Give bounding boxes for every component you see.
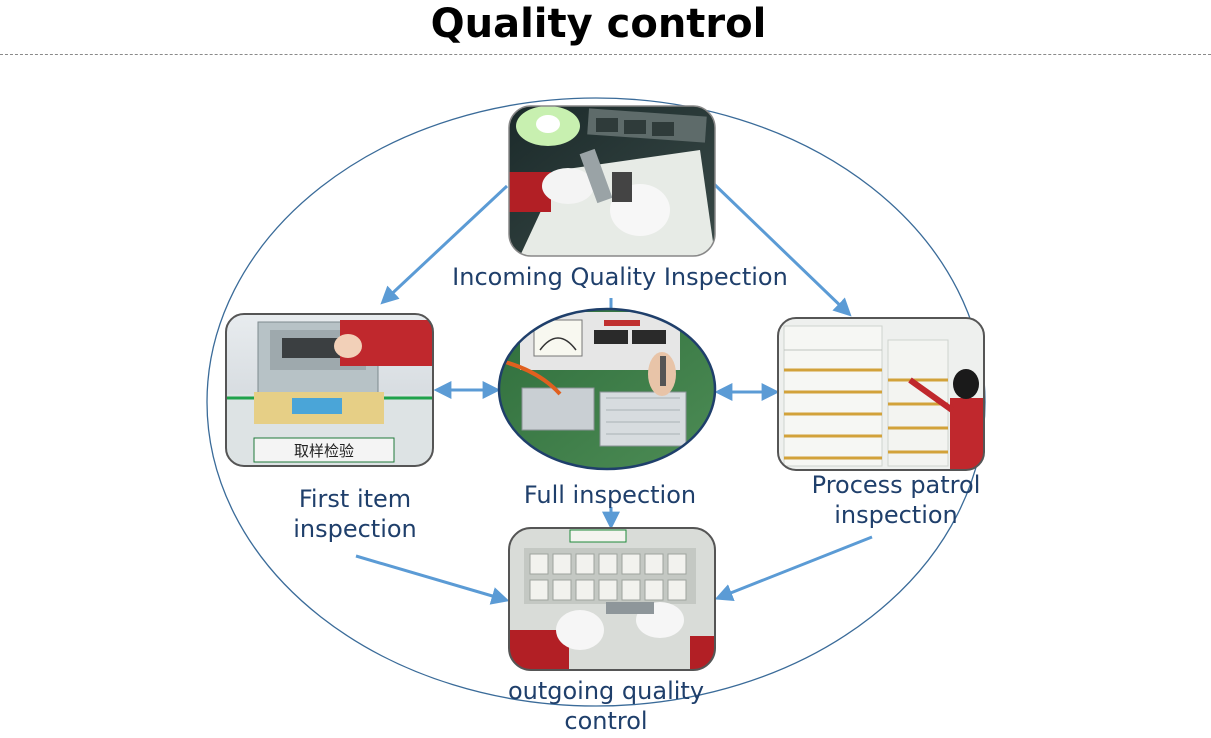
stage-label-first-item: First item inspection bbox=[293, 485, 417, 543]
process-patrol-photo bbox=[778, 318, 984, 470]
page-title: Quality control bbox=[430, 1, 767, 47]
stage-label-outgoing: outgoing quality control bbox=[507, 677, 705, 735]
arrow-incoming-to-first bbox=[380, 184, 509, 305]
sampling-sign-text: 取样检验 bbox=[294, 442, 354, 460]
stage-label-full: Full inspection bbox=[523, 481, 697, 509]
first-item-inspection-photo: 取样检验 bbox=[226, 314, 433, 466]
outgoing-quality-photo bbox=[509, 528, 715, 670]
arrow-first-to-outgoing bbox=[355, 554, 510, 605]
stage-label-process: Process patrol inspection bbox=[811, 471, 981, 529]
arrow-process-to-outgoing bbox=[714, 535, 873, 602]
full-inspection-photo bbox=[499, 309, 715, 469]
title-divider bbox=[0, 54, 1211, 55]
arrow-incoming-to-process bbox=[712, 182, 852, 317]
stage-label-incoming: Incoming Quality Inspection bbox=[452, 263, 788, 291]
incoming-inspection-photo bbox=[509, 106, 715, 256]
